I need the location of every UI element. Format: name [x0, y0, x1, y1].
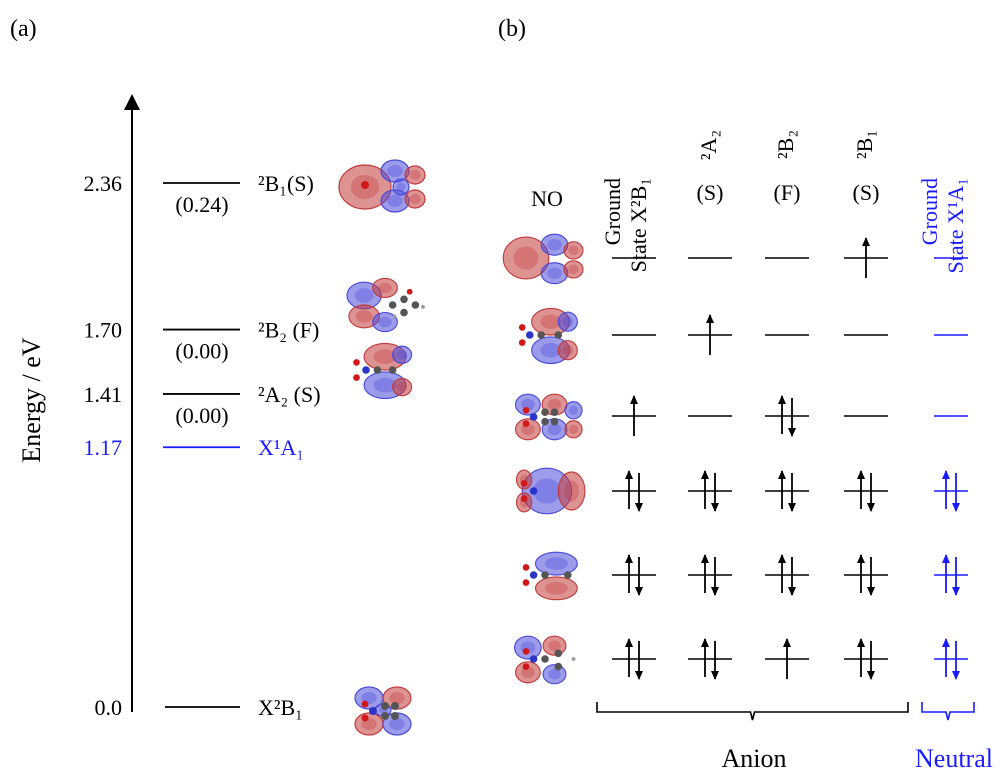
state-label: X¹A₁ — [258, 435, 304, 460]
energy-value: 0.0 — [95, 695, 123, 720]
occupancy-cell — [765, 395, 809, 437]
panel-b-label: (b) — [498, 16, 526, 42]
energy-value: 2.36 — [84, 171, 123, 196]
energy-level: 0.0 X²B₁ — [95, 686, 412, 736]
level-gap-value: (0.24) — [175, 192, 228, 217]
energy-axis-label: Energy / eV — [17, 337, 46, 462]
column-header-line: State X¹A₁ — [943, 178, 968, 274]
column-header-line: ²B₁ — [852, 130, 877, 159]
energy-value: 1.70 — [84, 318, 123, 343]
column-header: ²B₁ (S) — [852, 130, 879, 205]
row-orbital-icon-1 — [502, 233, 584, 285]
column-header-sub: (S) — [697, 180, 724, 205]
column-header-line: State X²B₁ — [626, 178, 651, 272]
occupancy-cell — [688, 314, 732, 355]
energy-level: 1.70 (0.00) ²B₂ (F) — [84, 277, 425, 364]
level-gap-value: (0.00) — [175, 403, 228, 428]
column-header-line: Ground — [600, 178, 625, 245]
occupancy-cell — [934, 638, 968, 680]
occupancy-cell — [844, 638, 888, 680]
occupancy-cell — [612, 395, 656, 436]
state-label: ²B₁(S) — [258, 171, 314, 196]
panel-a-label: (a) — [10, 16, 37, 42]
row-orbital-icon-6 — [514, 635, 576, 685]
occupancy-cell — [765, 554, 809, 596]
energy-value: 1.41 — [84, 382, 123, 407]
energy-level: 2.36 (0.24) ²B₁(S) — [84, 159, 426, 217]
column-header: ²B₂ (F) — [773, 130, 800, 205]
energy-level: 1.41 (0.00) ²A₂ (S) — [84, 342, 413, 428]
occupancy-cell — [612, 470, 656, 512]
orbital-x2b1-icon — [354, 686, 412, 736]
anion-brace — [596, 702, 909, 721]
no-label: NO — [531, 186, 563, 211]
occupancy-cell — [765, 470, 809, 512]
level-gap-value: (0.00) — [175, 339, 228, 364]
occupancy-cell — [765, 638, 809, 679]
column-header: ²A₂ (S) — [696, 130, 723, 205]
row-orbital-icon-2 — [518, 307, 578, 365]
occupancy-cell — [612, 638, 656, 680]
occupancy-cell — [688, 470, 732, 512]
neutral-brace — [921, 702, 975, 721]
row-orbital-icon-5 — [522, 551, 578, 601]
energy-level: 1.17 X¹A₁ — [84, 435, 305, 460]
occupancy-cell — [612, 554, 656, 596]
column-header-line: Ground — [917, 178, 942, 245]
occupancy-cell — [934, 554, 968, 596]
column-header-line: ²A₂ — [696, 130, 721, 160]
occupancy-cell — [688, 554, 732, 596]
orbital-a2-icon — [353, 342, 413, 400]
anion-label: Anion — [722, 744, 787, 771]
occupancy-cell — [844, 470, 888, 512]
row-orbital-icon-4 — [515, 467, 586, 515]
occupancy-cell — [844, 237, 888, 278]
occupancy-cell — [844, 554, 888, 596]
row-orbital-icon-3 — [514, 393, 583, 441]
state-label: ²A₂ (S) — [258, 382, 321, 407]
state-label: ²B₂ (F) — [258, 318, 319, 343]
state-label: X²B₁ — [258, 695, 303, 720]
energy-value: 1.17 — [84, 435, 123, 460]
orbital-b2-icon — [346, 277, 425, 333]
column-header-sub: (F) — [774, 180, 801, 205]
panel-a: (a) Energy / eV 2.36 (0.24) ²B₁(S) 1.70 (0.00)… — [10, 16, 426, 736]
orbital-b1-high-icon — [338, 159, 426, 213]
occupancy-cell — [688, 638, 732, 680]
column-header-sub: (S) — [853, 180, 880, 205]
occupancy-cell — [934, 470, 968, 512]
column-header-line: ²B₂ — [773, 130, 798, 159]
neutral-label: Neutral — [915, 744, 993, 771]
